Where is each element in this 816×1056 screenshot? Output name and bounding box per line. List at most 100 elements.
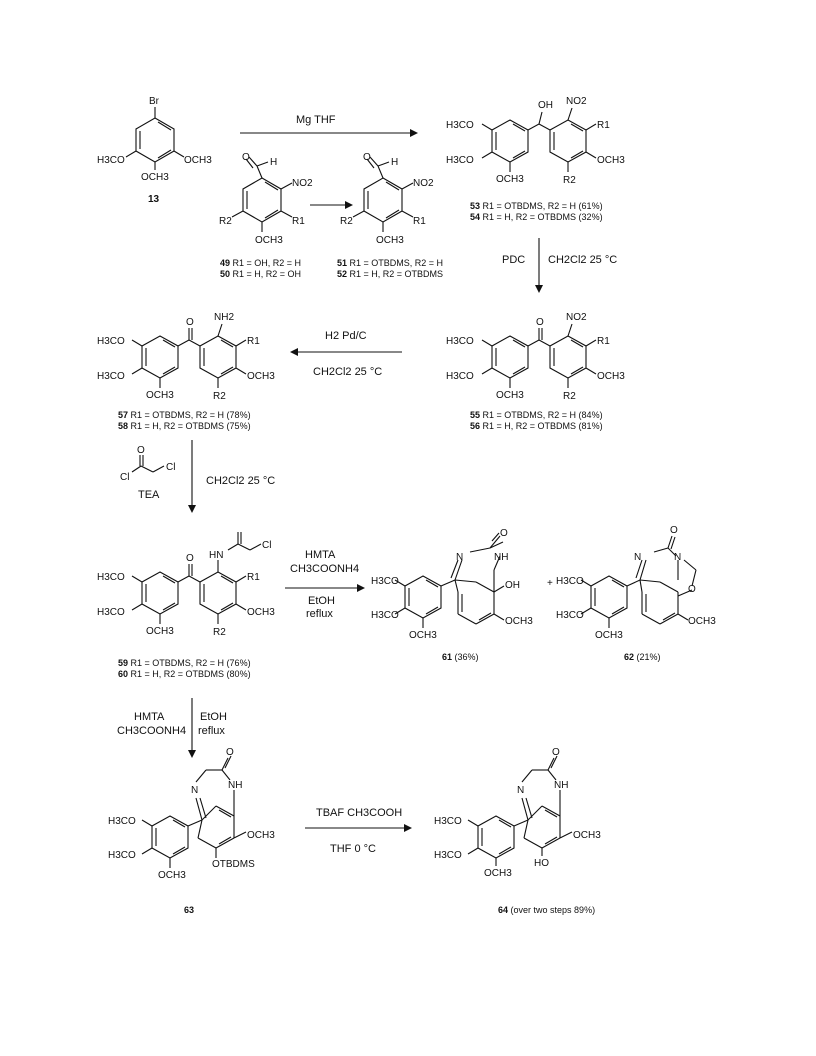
- compound-53-54: OH NO2 H3CO R1 H3CO OCH3 OCH3 R2 53 R1 =…: [446, 96, 625, 222]
- substituent-label: NO2: [566, 312, 587, 323]
- substituent-label: R2: [340, 216, 353, 227]
- compound-caption-line: 60 R1 = H, R2 = OTBDMS (80%): [118, 669, 251, 679]
- substituent-label: N: [674, 552, 681, 563]
- substituent-label: OCH3: [146, 626, 174, 637]
- reaction-arrow-step6: HMTA CH3COONH4 EtOH reflux: [117, 698, 227, 758]
- reaction-arrow-step3: H2 Pd/C CH2Cl2 25 °C: [290, 330, 402, 378]
- substituent-label: R1: [292, 216, 305, 227]
- substituent-label: O: [186, 317, 194, 328]
- compound-59-60: O HN Cl H3CO R1 H3CO OCH3 OCH3 R2 59 R1 …: [97, 532, 275, 679]
- compound-caption-line: 49 R1 = OH, R2 = H: [220, 258, 301, 268]
- substituent-label: NH: [554, 780, 568, 791]
- substituent-label: H3CO: [446, 155, 474, 166]
- substituent-label: R2: [219, 216, 232, 227]
- substituent-label: H3CO: [446, 120, 474, 131]
- substituent-label: OCH3: [158, 870, 186, 881]
- substituent-label: H3CO: [446, 371, 474, 382]
- substituent-label: OCH3: [247, 371, 275, 382]
- reagent-text: Cl: [120, 472, 129, 483]
- substituent-label: NO2: [566, 96, 587, 107]
- substituent-label: R1: [597, 336, 610, 347]
- substituent-label: OCH3: [597, 371, 625, 382]
- substituent-label: H3CO: [97, 607, 125, 618]
- compound-caption-line: 59 R1 = OTBDMS, R2 = H (76%): [118, 658, 251, 668]
- substituent-label: HN: [209, 550, 223, 561]
- substituent-label: OCH3: [184, 155, 212, 166]
- substituent-label: NO2: [292, 178, 313, 189]
- reagent-text: EtOH: [200, 711, 227, 723]
- substituent-label: OH: [538, 100, 553, 111]
- compound-caption-line: 50 R1 = H, R2 = OH: [220, 269, 301, 279]
- compound-caption-line: 51 R1 = OTBDMS, R2 = H: [337, 258, 443, 268]
- compound-caption-line: 56 R1 = H, R2 = OTBDMS (81%): [470, 421, 603, 431]
- reagent-text: CH3COONH4: [117, 725, 186, 737]
- compound-caption-line: 64 (over two steps 89%): [498, 905, 595, 915]
- substituent-label: O: [536, 317, 544, 328]
- substituent-label: Br: [149, 96, 160, 107]
- substituent-label: OCH3: [247, 830, 275, 841]
- substituent-label: OCH3: [688, 616, 716, 627]
- substituent-label: NH: [494, 552, 508, 563]
- substituent-label: H3CO: [371, 610, 399, 621]
- substituent-label: H3CO: [108, 816, 136, 827]
- substituent-label: H: [391, 157, 398, 168]
- substituent-label: OCH3: [496, 174, 524, 185]
- substituent-label: OCH3: [484, 868, 512, 879]
- substituent-label: OCH3: [597, 155, 625, 166]
- substituent-label: NO2: [413, 178, 434, 189]
- substituent-label: O: [242, 152, 250, 163]
- substituent-label: OCH3: [247, 607, 275, 618]
- reagent-text: CH3COONH4: [290, 563, 359, 575]
- substituent-label: H3CO: [446, 336, 474, 347]
- reagent-text: Cl: [166, 462, 175, 473]
- substituent-label: OCH3: [573, 830, 601, 841]
- reagent-text: O: [137, 445, 145, 456]
- substituent-label: NH: [228, 780, 242, 791]
- compound-63: O N NH H3CO H3CO OCH3 OCH3 OTBDMS 63: [108, 747, 275, 915]
- reagent-text: HMTA: [305, 549, 336, 561]
- reagent-text: CH2Cl2 25 °C: [313, 366, 382, 378]
- substituent-label: R1: [247, 572, 260, 583]
- reagent-text: HMTA: [134, 711, 165, 723]
- substituent-label: O: [186, 553, 194, 564]
- substituent-label: O: [670, 525, 678, 536]
- substituent-label: N: [517, 785, 524, 796]
- substituent-label: H3CO: [371, 576, 399, 587]
- substituent-label: OCH3: [595, 630, 623, 641]
- substituent-label: H3CO: [97, 371, 125, 382]
- reaction-arrow-protection: [310, 201, 353, 209]
- substituent-label: R1: [597, 120, 610, 131]
- substituent-label: OCH3: [505, 616, 533, 627]
- plus-sign: +: [547, 578, 553, 589]
- substituent-label: NH2: [214, 312, 234, 323]
- chloroacetyl-chloride-structure: [131, 455, 165, 473]
- compound-51-52: O H NO2 R2 R1 OCH3 51 R1 = OTBDMS, R2 = …: [337, 152, 443, 279]
- substituent-label: H3CO: [434, 816, 462, 827]
- substituent-label: R1: [413, 216, 426, 227]
- reaction-arrow-step4: O Cl Cl TEA CH2Cl2 25 °C: [120, 440, 275, 513]
- compound-61: O N NH H3CO OH H3CO OCH3 OCH3 61 (36%): [371, 528, 533, 662]
- compound-caption-line: 55 R1 = OTBDMS, R2 = H (84%): [470, 410, 603, 420]
- substituent-label: OCH3: [255, 235, 283, 246]
- reagent-text: Mg THF: [296, 114, 336, 126]
- substituent-label: H3CO: [556, 610, 584, 621]
- reaction-arrow-step2: PDC CH2Cl2 25 °C: [502, 238, 617, 293]
- compound-caption-line: 58 R1 = H, R2 = OTBDMS (75%): [118, 421, 251, 431]
- substituent-label: H3CO: [97, 572, 125, 583]
- compound-caption-line: 54 R1 = H, R2 = OTBDMS (32%): [470, 212, 603, 222]
- substituent-label: Cl: [262, 540, 271, 551]
- reaction-arrow-step7: TBAF CH3COOH THF 0 °C: [305, 807, 412, 855]
- substituent-label: H3CO: [97, 155, 125, 166]
- substituent-label: OH: [505, 580, 520, 591]
- substituent-label: OTBDMS: [212, 859, 255, 870]
- compound-49-50: O H NO2 R2 R1 OCH3 49 R1 = OH, R2 = H 50…: [219, 152, 313, 279]
- reaction-arrow-step5: HMTA CH3COONH4 EtOH reflux: [285, 549, 365, 620]
- substituent-label: R2: [213, 391, 226, 402]
- ring: [125, 107, 185, 170]
- compound-55-56: O NO2 H3CO R1 H3CO OCH3 OCH3 R2 55 R1 = …: [446, 312, 625, 431]
- substituent-label: R1: [247, 336, 260, 347]
- substituent-label: N: [634, 552, 641, 563]
- compound-64: O N NH H3CO H3CO OCH3 OCH3 HO 64 (over t…: [434, 747, 601, 915]
- compound-62: O N N O H3CO H3CO OCH3 OCH3 62 (21%): [556, 525, 716, 662]
- substituent-label: OCH3: [409, 630, 437, 641]
